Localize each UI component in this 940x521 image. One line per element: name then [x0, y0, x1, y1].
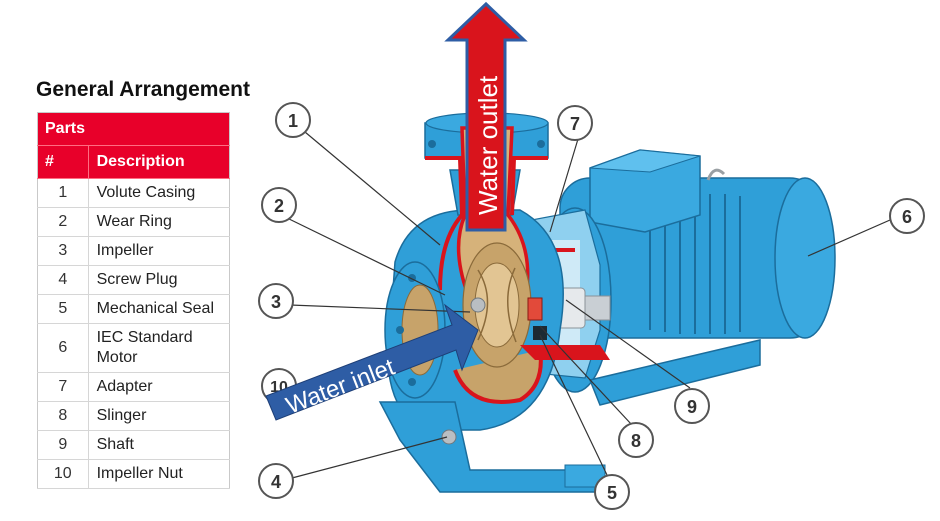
part-description: Adapter — [88, 372, 230, 402]
part-number: 10 — [37, 459, 89, 489]
callout-9: 9 — [674, 388, 710, 424]
svg-text:7: 7 — [570, 114, 580, 134]
part-description: Screw Plug — [88, 265, 230, 295]
table-title: Parts — [37, 112, 230, 146]
column-header-description: Description — [88, 145, 230, 179]
callout-4: 4 — [258, 463, 294, 499]
impeller — [462, 242, 532, 368]
part-number: 9 — [37, 430, 89, 460]
part-description: IEC Standard Motor — [88, 323, 230, 373]
svg-text:1: 1 — [288, 111, 298, 131]
svg-text:8: 8 — [631, 431, 641, 451]
svg-text:5: 5 — [607, 483, 617, 503]
svg-text:3: 3 — [271, 292, 281, 312]
part-description: Slinger — [88, 401, 230, 431]
callout-7: 7 — [557, 105, 593, 141]
svg-text:2: 2 — [274, 196, 284, 216]
table-header-row: # Description — [37, 145, 230, 179]
callout-3: 3 — [258, 283, 294, 319]
table-title-row: Parts — [37, 112, 230, 146]
svg-text:6: 6 — [902, 207, 912, 227]
part-number: 4 — [37, 265, 89, 295]
part-description: Impeller Nut — [88, 459, 230, 489]
column-header-number: # — [37, 145, 89, 179]
part-number: 8 — [37, 401, 89, 431]
callout-5: 5 — [594, 474, 630, 510]
part-description: Volute Casing — [88, 178, 230, 208]
callout-6: 6 — [889, 198, 925, 234]
part-number: 1 — [37, 178, 89, 208]
svg-text:9: 9 — [687, 397, 697, 417]
part-number: 5 — [37, 294, 89, 324]
part-number: 6 — [37, 323, 89, 373]
water-outlet-label: Water outlet — [473, 75, 503, 215]
part-description: Impeller — [88, 236, 230, 266]
part-number: 2 — [37, 207, 89, 237]
part-number: 3 — [37, 236, 89, 266]
part-description: Shaft — [88, 430, 230, 460]
page-title: General Arrangement — [36, 78, 250, 101]
callout-8: 8 — [618, 422, 654, 458]
part-number: 7 — [37, 372, 89, 402]
part-description: Wear Ring — [88, 207, 230, 237]
leader-lines — [284, 131, 891, 479]
callout-1: 1 — [275, 102, 311, 138]
svg-text:4: 4 — [271, 472, 281, 492]
water-outlet-arrow: Water outlet — [444, 1, 528, 232]
callout-2: 2 — [261, 187, 297, 223]
part-description: Mechanical Seal — [88, 294, 230, 324]
